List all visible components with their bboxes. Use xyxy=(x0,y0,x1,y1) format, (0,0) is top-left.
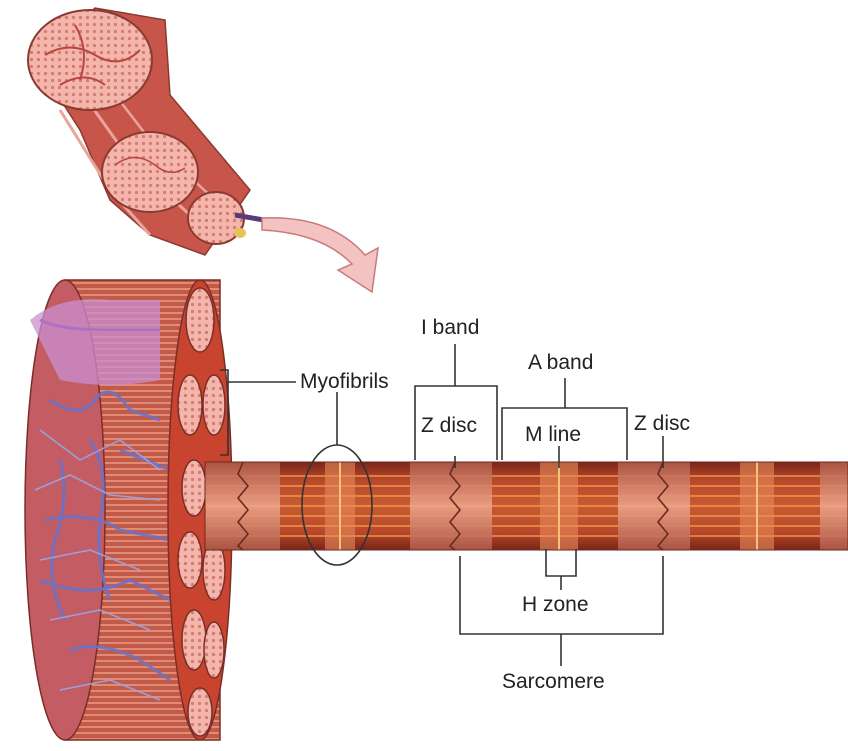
muscle-fiber-illustration xyxy=(25,280,232,740)
m-line-label: M line xyxy=(525,424,581,445)
muscle-bundle-illustration xyxy=(28,8,275,255)
myofibrils-label: Myofibrils xyxy=(300,371,389,392)
h-zone-label: H zone xyxy=(522,594,589,615)
sarcomere-label: Sarcomere xyxy=(502,671,605,692)
zoom-arrow xyxy=(262,218,378,292)
z-disc-right-label: Z disc xyxy=(634,413,690,434)
i-band-label: I band xyxy=(421,317,479,338)
a-band-label: A band xyxy=(528,352,593,373)
z-disc-left-label: Z disc xyxy=(421,415,477,436)
